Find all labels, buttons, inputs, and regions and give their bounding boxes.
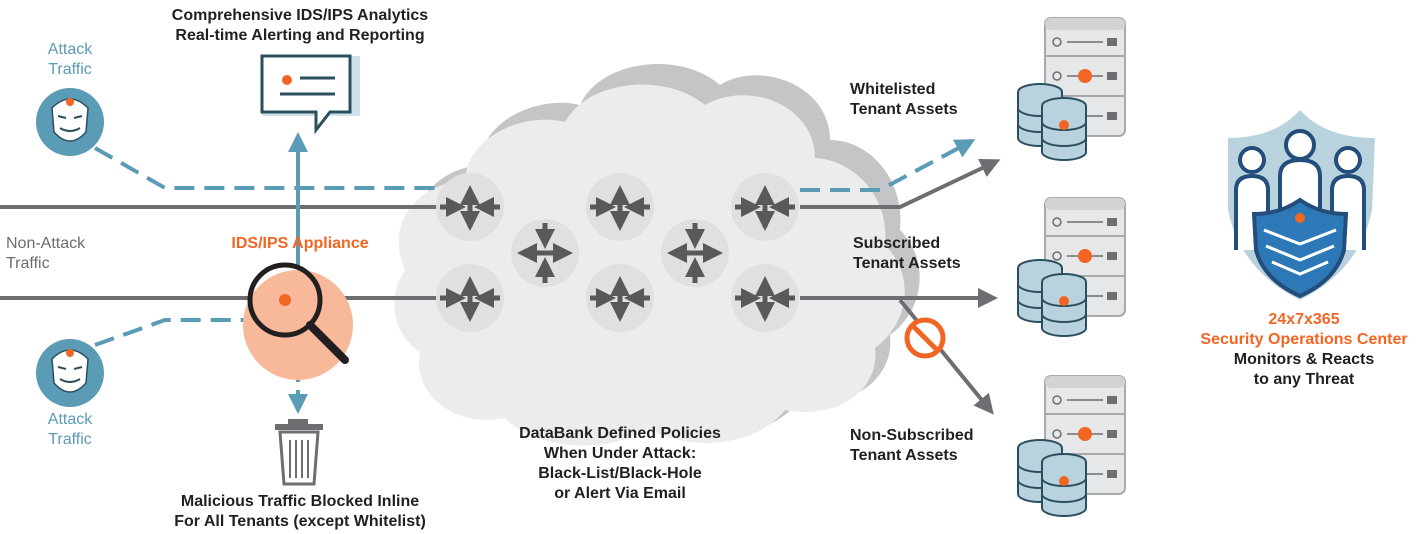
non-attack-traffic-label: Non-Attack Traffic — [6, 234, 85, 274]
subscribed-label: Subscribed Tenant Assets — [853, 234, 961, 274]
analytics-caption-line2: Real-time Alerting and Reporting — [175, 27, 425, 44]
router-icon — [436, 173, 504, 241]
hacker-mask-icon — [35, 87, 105, 157]
non-subscribed-label: Non-Subscribed Tenant Assets — [850, 426, 974, 466]
attack-label-line2: Traffic — [48, 61, 92, 78]
subscribed-label-line1: Subscribed — [853, 235, 941, 252]
whitelisted-label: Whitelisted Tenant Assets — [850, 80, 958, 120]
router-icon — [731, 173, 799, 241]
magnifier-icon — [243, 262, 353, 380]
soc-caption: 24x7x365 Security Operations Center Moni… — [1186, 310, 1422, 390]
hacker-mask-icon — [35, 338, 105, 408]
attack-traffic-label-bottom: Attack Traffic — [30, 410, 110, 450]
router-icon — [436, 264, 504, 332]
analytics-caption-line1: Comprehensive IDS/IPS Analytics — [171, 7, 429, 24]
non-attack-label-line2: Traffic — [6, 255, 50, 272]
to-non-subscribed-line — [898, 298, 994, 415]
non-attack-label-line1: Non-Attack — [6, 235, 86, 252]
soc-caption-line2: Security Operations Center — [1200, 331, 1408, 348]
soc-caption-line3: Monitors & Reacts — [1233, 351, 1375, 368]
policies-caption: DataBank Defined Policies When Under Att… — [490, 424, 750, 504]
policies-caption-line3: Black-List/Black-Hole — [538, 465, 702, 482]
non-subscribed-label-line1: Non-Subscribed — [850, 427, 974, 444]
subscribed-assets — [1017, 197, 1126, 337]
attack-traffic-label-top: Attack Traffic — [30, 40, 110, 80]
to-whitelisted-line — [800, 158, 1001, 209]
whitelisted-assets — [1017, 17, 1126, 161]
whitelisted-label-line2: Tenant Assets — [850, 101, 958, 118]
policies-caption-line2: When Under Attack: — [543, 445, 697, 462]
blocked-icon — [904, 317, 946, 359]
ids-ips-appliance-label: IDS/IPS Appliance — [231, 235, 369, 252]
non-subscribed-label-line2: Tenant Assets — [850, 447, 958, 464]
attack-label-line1: Attack — [47, 41, 93, 58]
trash-can-icon — [275, 419, 323, 486]
blocked-caption: Malicious Traffic Blocked Inline For All… — [150, 492, 450, 532]
router-icon — [661, 219, 729, 287]
router-icon — [586, 264, 654, 332]
subscribed-label-line2: Tenant Assets — [853, 255, 961, 272]
soc-caption-line1: 24x7x365 — [1268, 311, 1340, 328]
alert-message-icon — [260, 54, 360, 135]
router-icon — [586, 173, 654, 241]
cloud — [394, 63, 920, 446]
soc-shield-icon — [1228, 110, 1375, 300]
attack-label-line1: Attack — [47, 411, 93, 428]
attack-label-line2: Traffic — [48, 431, 92, 448]
whitelisted-label-line1: Whitelisted — [850, 81, 936, 98]
analytics-caption: Comprehensive IDS/IPS Analytics Real-tim… — [140, 6, 460, 46]
soc-caption-line4: to any Threat — [1253, 371, 1355, 388]
blocked-caption-line1: Malicious Traffic Blocked Inline — [180, 493, 420, 510]
attack-path-whitelisted — [800, 139, 976, 192]
attack-path-bottom — [94, 318, 255, 347]
blocked-caption-line2: For All Tenants (except Whitelist) — [174, 513, 426, 530]
attack-path-top — [94, 146, 440, 190]
router-icon — [731, 264, 799, 332]
non-subscribed-assets — [1017, 375, 1126, 517]
policies-caption-line1: DataBank Defined Policies — [519, 425, 721, 442]
router-icon — [511, 219, 579, 287]
policies-caption-line4: or Alert Via Email — [554, 485, 686, 502]
